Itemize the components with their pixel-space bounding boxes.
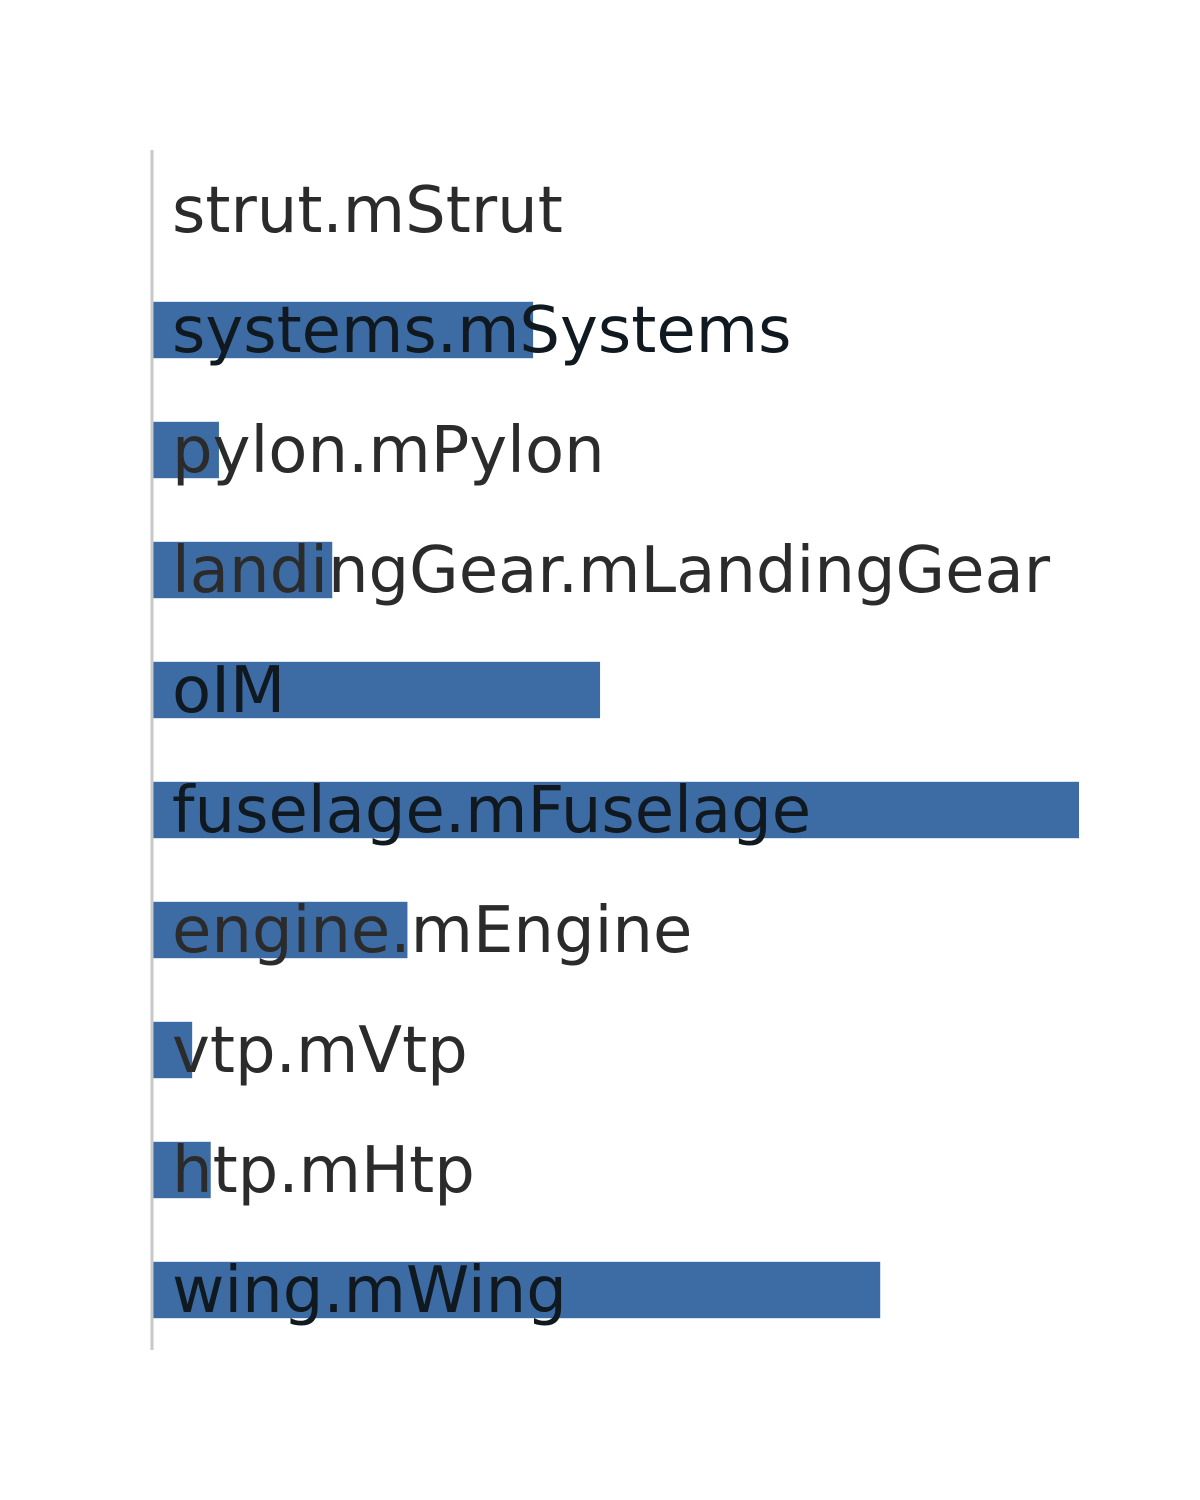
bars-group bbox=[152, 301, 1079, 1319]
bar bbox=[152, 781, 1079, 839]
category-label: strut.mStrut bbox=[172, 174, 563, 248]
category-label: htp.mHtp bbox=[172, 1134, 475, 1208]
bar bbox=[152, 421, 219, 479]
category-label: systems.mSystems bbox=[172, 294, 791, 368]
category-label: oIM bbox=[172, 654, 285, 728]
bar bbox=[152, 1021, 193, 1079]
category-label: landingGear.mLandingGear bbox=[172, 534, 1051, 608]
bar bbox=[152, 661, 601, 719]
bar bbox=[152, 1261, 881, 1319]
category-label: engine.mEngine bbox=[172, 894, 692, 968]
bar bbox=[152, 301, 534, 359]
bar bbox=[152, 541, 333, 599]
category-label: pylon.mPylon bbox=[172, 414, 605, 488]
category-label: fuselage.mFuselage bbox=[172, 774, 811, 848]
category-label: wing.mWing bbox=[172, 1254, 567, 1328]
labels-group: strut.mStrut systems.mSystems pylon.mPylon… bbox=[172, 174, 1051, 1328]
category-label: vtp.mVtp bbox=[172, 1014, 468, 1088]
bar bbox=[152, 901, 408, 959]
bar bbox=[152, 1141, 211, 1199]
